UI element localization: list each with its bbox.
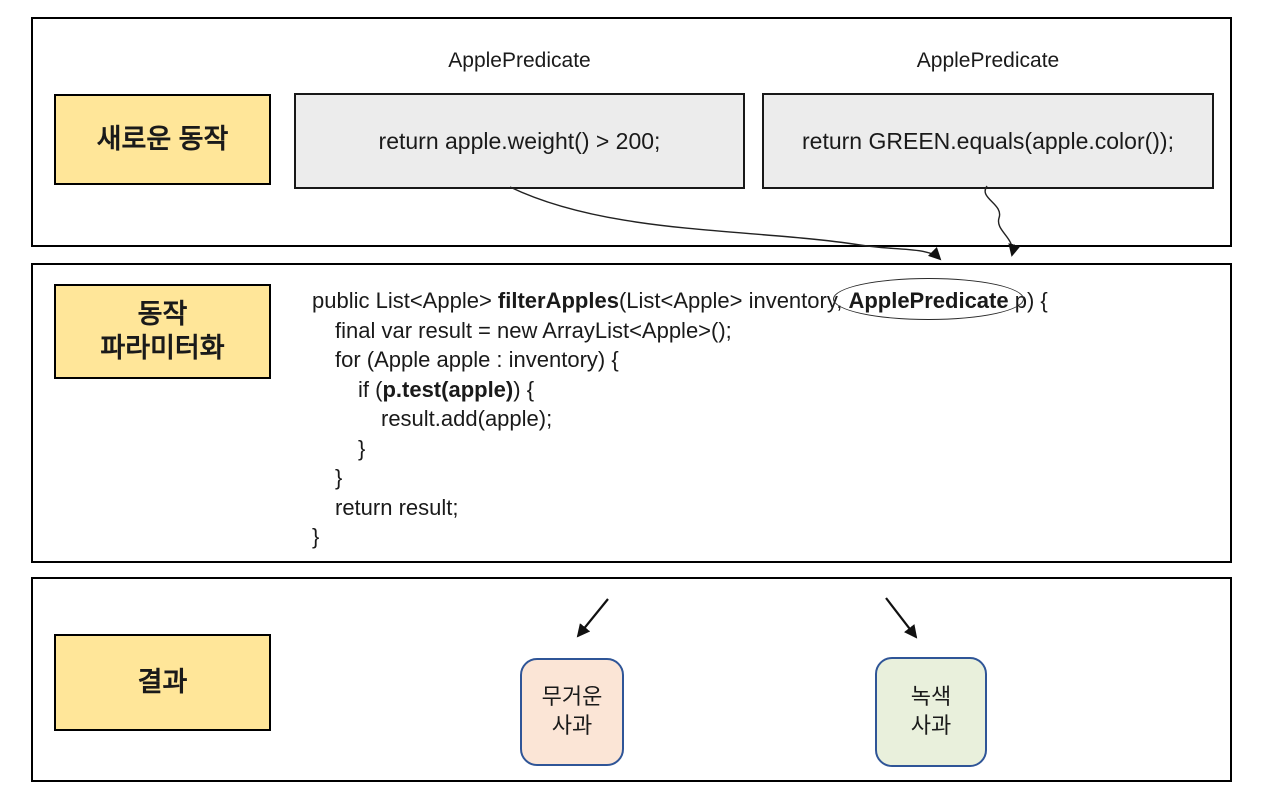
parameterization-label-box: 동작 파라미터화 (54, 284, 271, 379)
heavy-apple-line2: 사과 (551, 713, 593, 738)
parameterization-label-line2: 파라미터화 (100, 332, 225, 363)
result-label-box: 결과 (54, 634, 271, 731)
result-box-green-apple: 녹색 사과 (875, 657, 987, 767)
code-line: if (p.test(apple)) { (358, 376, 535, 402)
predicate-box-color: return GREEN.equals(apple.color()); (762, 93, 1214, 189)
green-apple-line2: 사과 (910, 713, 952, 738)
applepredicate-parameter-oval: ApplePredicate (848, 288, 1009, 313)
new-behavior-label: 새로운 동작 (96, 123, 229, 154)
code-line: public List<Apple> filterApples(List<App… (312, 288, 1048, 313)
predicate-title-weight: ApplePredicate (448, 49, 591, 72)
code-line: } (335, 465, 343, 490)
code-line: final var result = new ArrayList<Apple>(… (335, 317, 732, 343)
green-apple-line1: 녹색 (910, 684, 952, 710)
predicate-title-color: ApplePredicate (916, 49, 1060, 72)
section-parameterization: 동작 파라미터화 public List<Apple> filterApples… (31, 263, 1232, 563)
predicate-body-weight: return apple.weight() > 200; (378, 127, 661, 154)
predicate-box-weight: return apple.weight() > 200; (294, 93, 745, 189)
parameterization-label-line1: 동작 (137, 298, 188, 329)
code-line: } (358, 435, 366, 461)
section-new-behavior: 새로운 동작 ApplePredicate return apple.weigh… (31, 17, 1232, 247)
code-block: public List<Apple> filterApples(List<App… (312, 286, 1048, 552)
code-line: } (312, 524, 320, 549)
section-result: 결과 무거운 사과 녹색 사과 (31, 577, 1232, 782)
new-behavior-label-box: 새로운 동작 (54, 94, 271, 185)
code-line: result.add(apple); (381, 406, 553, 431)
code-line: return result; (335, 494, 459, 520)
result-label: 결과 (137, 666, 188, 697)
predicate-body-color: return GREEN.equals(apple.color()); (802, 127, 1174, 154)
heavy-apple-line1: 무거운 (541, 684, 603, 710)
result-box-heavy-apple: 무거운 사과 (520, 658, 624, 766)
code-line: for (Apple apple : inventory) { (335, 347, 619, 372)
